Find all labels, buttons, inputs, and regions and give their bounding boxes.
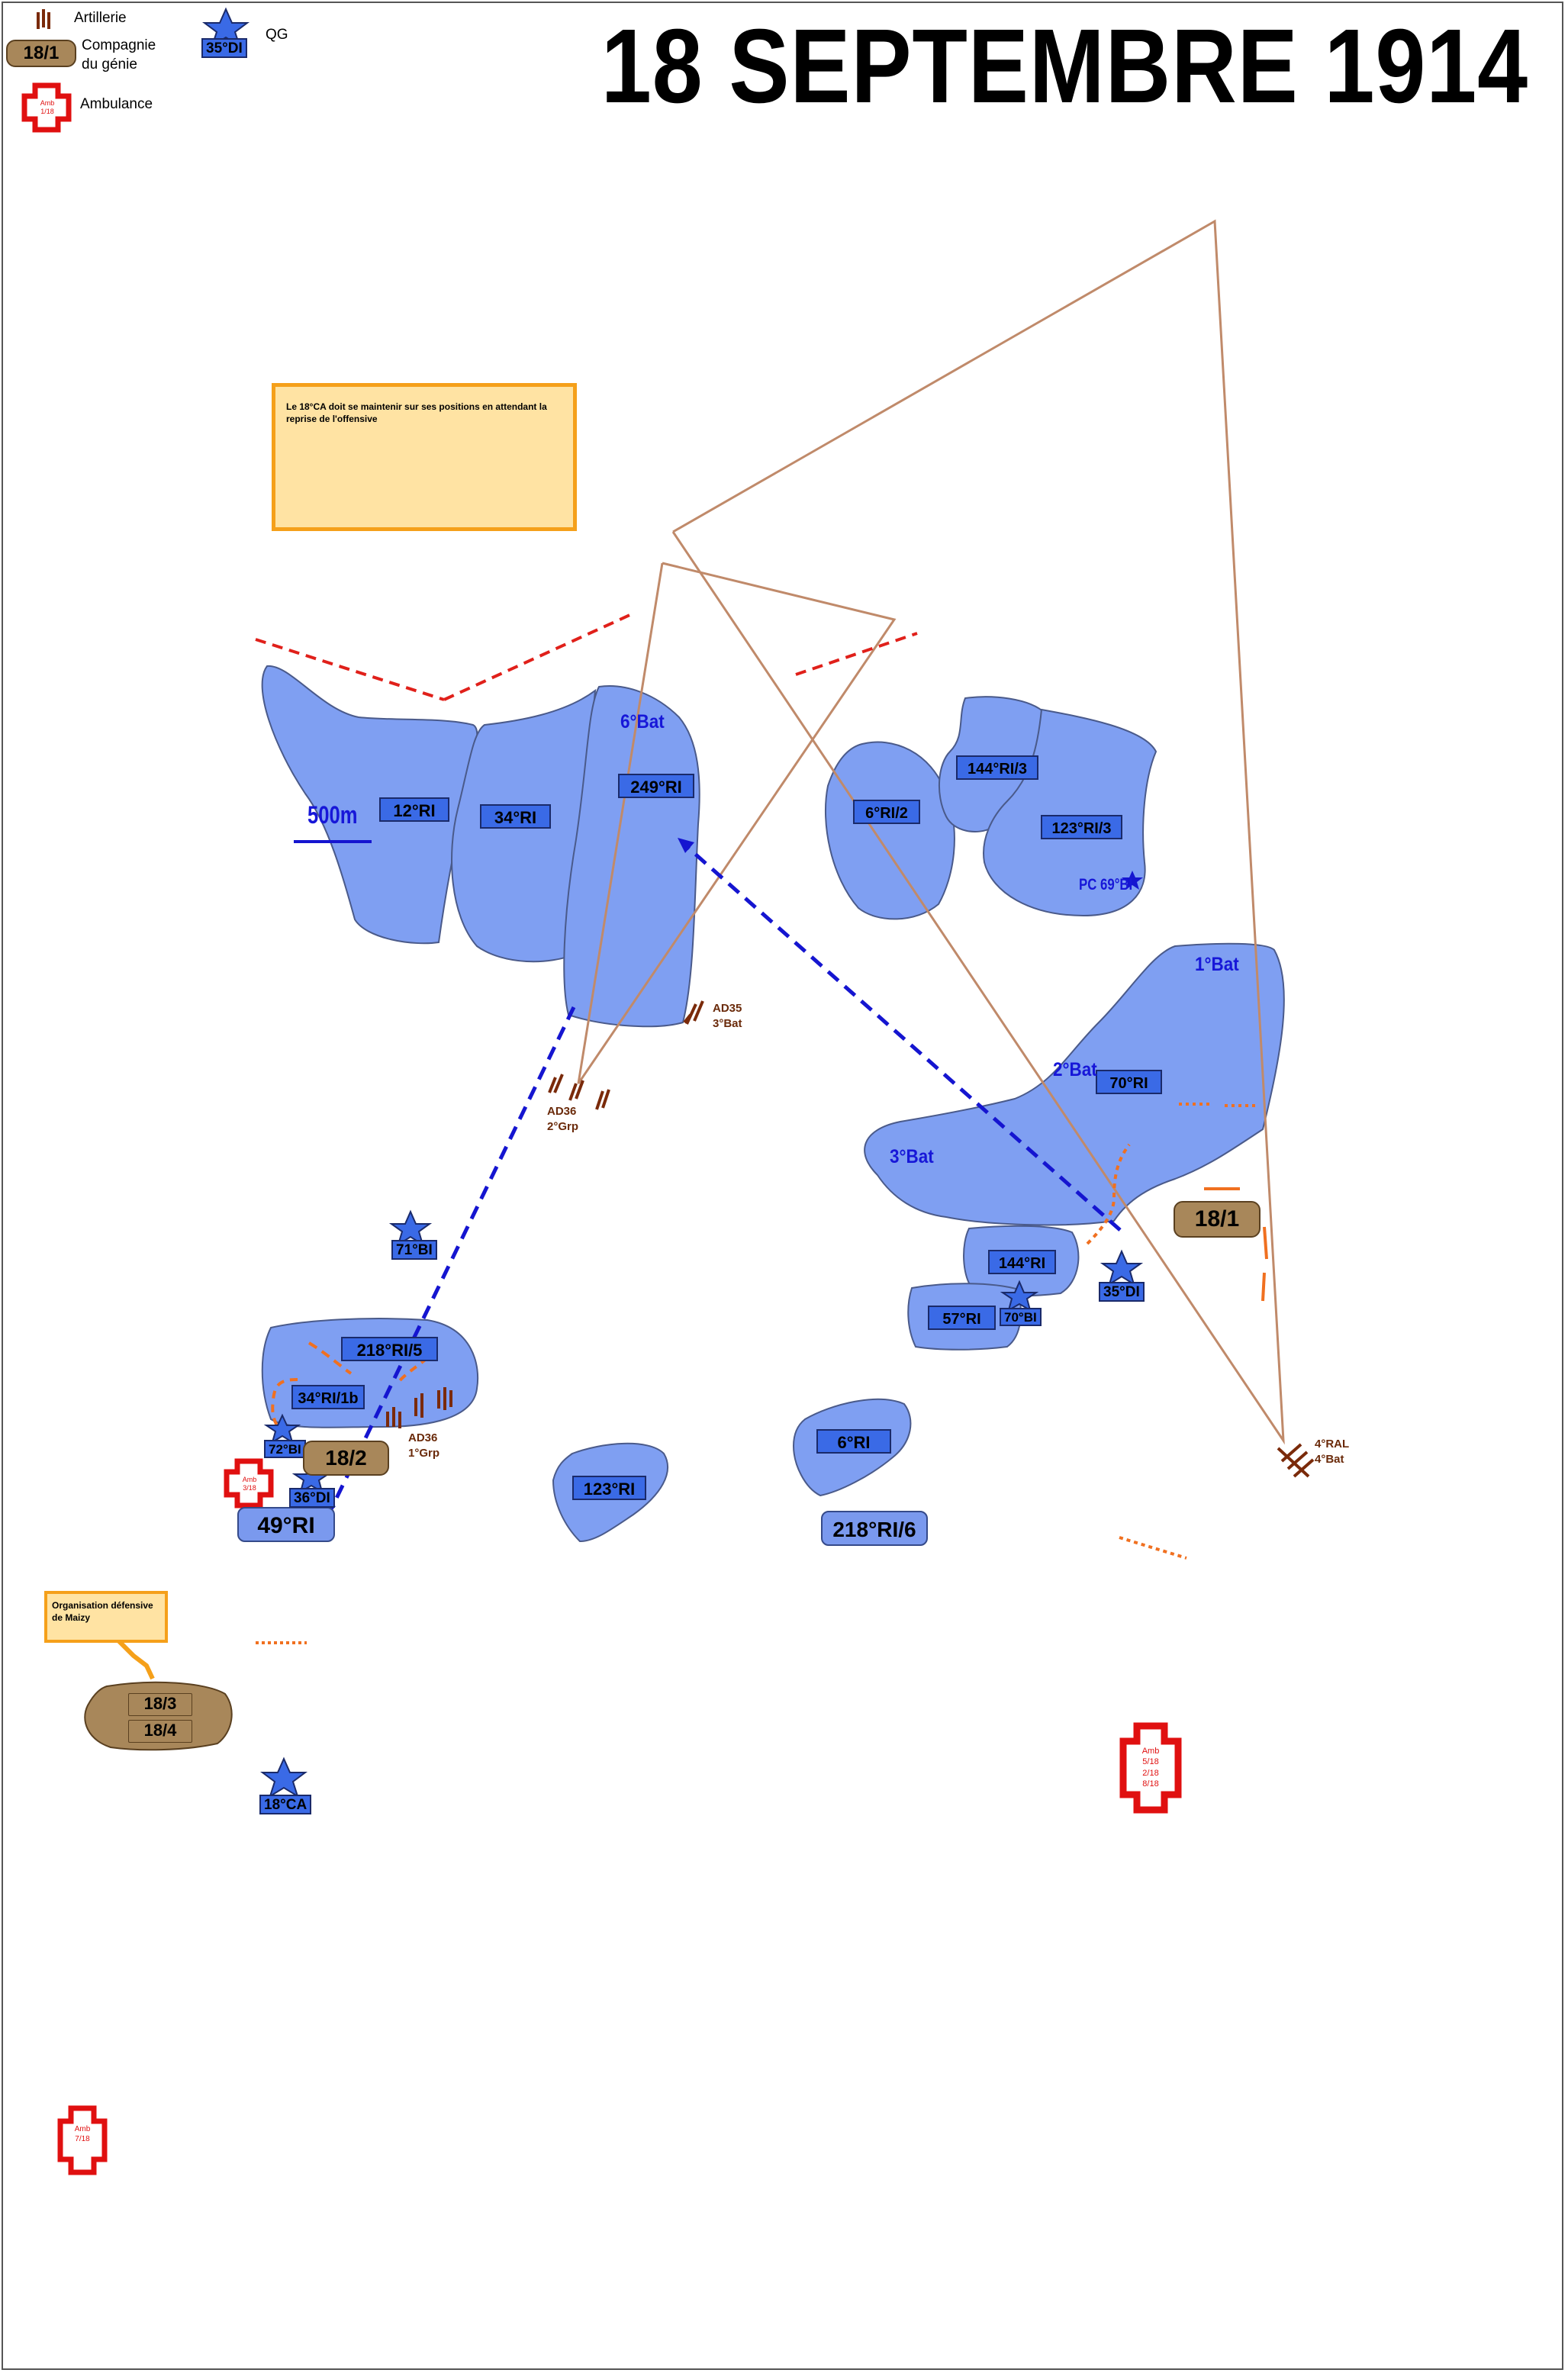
- qg-star-72bi: [263, 1413, 301, 1444]
- legend-qg-icon-label: 35°DI: [201, 38, 247, 58]
- triangle-2: [577, 562, 897, 1084]
- orange-dash-2: [271, 1378, 298, 1428]
- artillery-icon-ad35: [683, 1000, 704, 1025]
- genie-18-1: 18/1: [1174, 1201, 1261, 1238]
- battalion-1bat: 1°Bat: [1195, 954, 1239, 975]
- orange-dash-8: [1263, 1226, 1268, 1260]
- ambulance-5-18-label: Amb 5/18 2/18 8/18: [1141, 1747, 1160, 1789]
- orange-dash-9: [1261, 1272, 1266, 1302]
- ambulance-7-18-label: Amb 7/18: [74, 2125, 91, 2143]
- ambulance-icon-5-18: [1119, 1722, 1182, 1814]
- unit-123ri3: 123°RI/3: [1041, 815, 1122, 839]
- qg-72bi: 72°BI: [264, 1440, 306, 1458]
- ambulance-3-18-label: Amb 3/18: [242, 1476, 257, 1492]
- artillery-icon-4ral: [1277, 1443, 1315, 1478]
- ambulance-icon-legend: [21, 82, 72, 133]
- qg-71bi: 71°BI: [391, 1240, 437, 1260]
- legend-ambulance-label: Ambulance: [80, 96, 153, 112]
- pc-star: [1122, 871, 1143, 890]
- page-title: 18 SEPTEMBRE 1914: [600, 8, 1528, 125]
- main-note: Le 18°CA doit se maintenir sur ses posit…: [272, 383, 577, 531]
- qg-star-legend: [202, 7, 250, 48]
- battalion-3bat: 3°Bat: [890, 1146, 934, 1167]
- legend-qg-label: QG: [266, 27, 288, 43]
- orange-dash-4: [1086, 1143, 1131, 1245]
- battalion-6bat: 6°Bat: [620, 711, 665, 733]
- blue-arrowhead-1: [678, 838, 694, 853]
- unit-123ri: 123°RI: [572, 1476, 646, 1500]
- unit-34ri: 34°RI: [480, 804, 551, 829]
- maizy-callout-pointer: [116, 1638, 155, 1680]
- unit-218ri5: 218°RI/5: [341, 1337, 438, 1361]
- area-249ri: [563, 685, 700, 1028]
- blue-arrow-2: [328, 1006, 576, 1512]
- qg-star-35di: [1100, 1249, 1144, 1286]
- unit-49ri: 49°RI: [237, 1507, 335, 1542]
- unit-6ri: 6°RI: [816, 1429, 891, 1454]
- artillery-icon-ad36-2: [548, 1074, 610, 1110]
- triangle-1: [671, 219, 1285, 1445]
- orange-dash-1: [307, 1341, 353, 1375]
- qg-70bi: 70°BI: [1000, 1308, 1042, 1326]
- unit-249ri: 249°RI: [618, 774, 694, 798]
- blue-arrow-1: [681, 842, 1122, 1232]
- legend-ambulance-icon-text: Amb 1/18: [40, 99, 55, 116]
- front-line-1: [255, 638, 445, 701]
- orange-dash-10: [1119, 1536, 1187, 1560]
- qg-star-71bi: [388, 1209, 433, 1247]
- genie-18-4: 18/4: [128, 1720, 192, 1743]
- artillery-4ral-label: 4°RAL 4°Bat: [1315, 1438, 1350, 1466]
- legend-genie-icon: 18/1: [6, 40, 76, 67]
- unit-144ri3: 144°RI/3: [956, 755, 1038, 780]
- maizy-genie-area: [84, 1681, 233, 1751]
- unit-6ri2: 6°RI/2: [853, 800, 920, 824]
- unit-34ri1b: 34°RI/1b: [291, 1385, 365, 1409]
- unit-12ri: 12°RI: [379, 797, 449, 822]
- artillery-icon-ad36-1: [386, 1387, 452, 1428]
- legend-artillery-label: Artillerie: [74, 10, 127, 26]
- area-218ri5: [261, 1318, 479, 1428]
- qg-star-18ca: [260, 1756, 307, 1798]
- genie-18-2: 18/2: [303, 1441, 389, 1476]
- genie-18-3: 18/3: [128, 1693, 192, 1716]
- qg-35di: 35°DI: [1099, 1282, 1145, 1302]
- artillery-ad36-1-label: AD36 1°Grp: [408, 1431, 440, 1460]
- artillery-ad36-2-label: AD36 2°Grp: [547, 1105, 579, 1133]
- area-123ri3: [983, 708, 1157, 917]
- ambulance-icon-7-18: [57, 2105, 108, 2175]
- scale-label: 500m: [307, 801, 358, 829]
- artillery-ad35-label: AD35 3°Bat: [713, 1002, 742, 1030]
- artillery-icon-legend: [37, 9, 50, 29]
- qg-36di: 36°DI: [289, 1488, 335, 1508]
- qg-18ca: 18°CA: [259, 1795, 312, 1814]
- area-70ri: [864, 942, 1285, 1226]
- legend-genie-label: Compagnie du génie: [82, 37, 156, 72]
- qg-star-70bi: [1000, 1280, 1039, 1312]
- front-line-3: [795, 632, 918, 676]
- unit-144ri: 144°RI: [988, 1250, 1056, 1274]
- pc-69bi-label: PC 69°BI: [1079, 876, 1133, 893]
- unit-218ri6: 218°RI/6: [821, 1511, 928, 1546]
- ambulance-icon-3-18: [224, 1458, 274, 1508]
- area-6ri2: [824, 741, 955, 920]
- maizy-note: Organisation défensive de Maizy: [44, 1591, 168, 1643]
- unit-70ri: 70°RI: [1096, 1070, 1162, 1094]
- battalion-2bat: 2°Bat: [1053, 1059, 1097, 1080]
- area-12ri: [261, 665, 478, 945]
- unit-57ri: 57°RI: [928, 1306, 996, 1330]
